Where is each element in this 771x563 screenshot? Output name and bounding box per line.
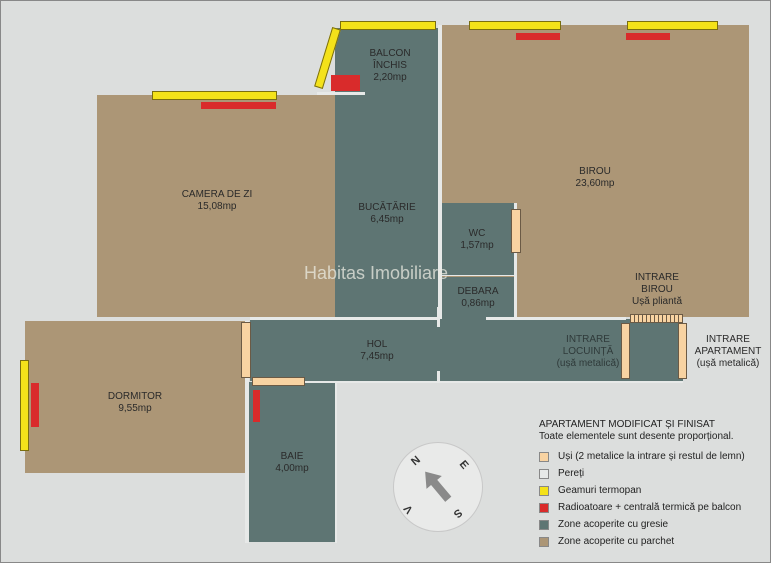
label-camera-de-zi-name: CAMERA DE ZI bbox=[181, 189, 253, 200]
door-wc bbox=[511, 209, 521, 253]
radiator-dormitor bbox=[31, 383, 39, 427]
label-wc-name: WC bbox=[468, 228, 486, 239]
label-dormitor: DORMITOR 9,55mp bbox=[108, 391, 162, 415]
label-debara: DEBARA 0,86mp bbox=[457, 286, 498, 310]
intrare-apartament-line2: APARTAMENT bbox=[694, 346, 762, 357]
legend: APARTAMENT MODIFICAT ȘI FINISAT Toate el… bbox=[539, 419, 745, 550]
label-intrare-apartament: INTRARE APARTAMENT (ușă metalică) bbox=[695, 334, 762, 370]
legend-item: Zone acoperite cu parchet bbox=[539, 533, 745, 550]
legend-item: Zone acoperite cu gresie bbox=[539, 516, 745, 533]
legend-swatch-radiators bbox=[539, 502, 549, 513]
intrare-locuinta-line1: INTRARE bbox=[566, 334, 610, 345]
label-bucatarie: BUCĂTĂRIE 6,45mp bbox=[358, 202, 415, 226]
window-birou-left bbox=[469, 21, 561, 30]
legend-label: Geamuri termopan bbox=[558, 485, 642, 496]
legend-label: Uși (2 metalice la intrare și restul de … bbox=[558, 451, 745, 462]
label-hol-name: HOL bbox=[366, 339, 388, 350]
door-baie bbox=[252, 377, 305, 386]
label-balcon-name1: BALCON bbox=[369, 48, 411, 59]
label-wc-area: 1,57mp bbox=[460, 240, 494, 251]
door-intrare-birou-folding bbox=[630, 314, 683, 323]
room-hol bbox=[250, 319, 683, 381]
label-baie: BAIE 4,00mp bbox=[275, 451, 308, 475]
room-baie bbox=[249, 382, 335, 542]
wall-hol-top-left bbox=[250, 317, 440, 320]
legend-swatch-doors bbox=[539, 451, 549, 462]
intrare-locuinta-line2: LOCUINȚĂ bbox=[562, 346, 614, 357]
label-dormitor-area: 9,55mp bbox=[118, 403, 152, 414]
radiator-birou-left bbox=[516, 33, 560, 40]
window-camera-de-zi bbox=[152, 91, 277, 100]
label-hol-area: 7,45mp bbox=[360, 351, 394, 362]
label-intrare-birou: INTRARE BIROU Ușă pliantă bbox=[632, 272, 682, 308]
boiler-balcon bbox=[331, 75, 360, 91]
intrare-apartament-line1: INTRARE bbox=[706, 334, 750, 345]
legend-label: Pereți bbox=[558, 468, 585, 479]
label-debara-area: 0,86mp bbox=[461, 298, 495, 309]
label-birou: BIROU 23,60mp bbox=[576, 166, 615, 190]
label-bucatarie-name: BUCĂTĂRIE bbox=[358, 202, 416, 213]
legend-title: APARTAMENT MODIFICAT ȘI FINISAT bbox=[539, 419, 715, 430]
wall-hol-divider-top bbox=[437, 307, 440, 327]
door-intrare-locuinta bbox=[621, 323, 630, 379]
window-dormitor bbox=[20, 360, 29, 451]
label-baie-area: 4,00mp bbox=[275, 463, 309, 474]
radiator-birou-right bbox=[626, 33, 670, 40]
legend-swatch-parquet bbox=[539, 536, 549, 547]
legend-item: Pereți bbox=[539, 465, 745, 482]
label-birou-area: 23,60mp bbox=[575, 178, 615, 189]
label-balcon: BALCON ÎNCHIS 2,20mp bbox=[369, 48, 410, 84]
wall-bucatarie-right bbox=[438, 25, 442, 319]
label-debara-name: DEBARA bbox=[457, 286, 499, 297]
room-debara bbox=[442, 277, 514, 319]
label-camera-de-zi-area: 15,08mp bbox=[197, 201, 237, 212]
legend-label: Zone acoperite cu gresie bbox=[558, 519, 669, 530]
window-balcon-top bbox=[340, 21, 436, 30]
label-intrare-locuinta: INTRARE LOCUINȚĂ (ușă metalică) bbox=[557, 334, 620, 370]
intrare-locuinta-line3: (ușă metalică) bbox=[556, 358, 620, 369]
intrare-birou-line2: BIROU bbox=[641, 284, 673, 295]
wall-baie-right bbox=[335, 381, 337, 543]
wall-wc-debara bbox=[442, 275, 516, 276]
legend-label: Radioatoare + centrală termică pe balcon bbox=[558, 502, 742, 513]
wall-dormitor-right bbox=[245, 321, 249, 543]
label-camera-de-zi: CAMERA DE ZI 15,08mp bbox=[182, 189, 253, 213]
legend-label: Zone acoperite cu parchet bbox=[558, 536, 675, 547]
label-wc: WC 1,57mp bbox=[460, 228, 493, 252]
wall-hol-bottom bbox=[301, 381, 683, 383]
intrare-apartament-line3: (ușă metalică) bbox=[696, 358, 760, 369]
door-dormitor bbox=[241, 322, 251, 378]
door-intrare-apartament bbox=[678, 323, 687, 379]
wall-balcon-bottom bbox=[317, 92, 365, 95]
legend-item: Uși (2 metalice la intrare și restul de … bbox=[539, 448, 745, 465]
intrare-birou-line1: INTRARE bbox=[635, 272, 679, 283]
label-balcon-name2: ÎNCHIS bbox=[373, 60, 407, 71]
legend-item: Geamuri termopan bbox=[539, 482, 745, 499]
label-baie-name: BAIE bbox=[280, 451, 304, 462]
intrare-birou-line3: Ușă pliantă bbox=[631, 296, 683, 307]
window-birou-right bbox=[627, 21, 718, 30]
wall-wc-right bbox=[514, 203, 517, 319]
radiator-baie bbox=[253, 390, 260, 422]
watermark: Habitas Imobiliare bbox=[304, 263, 449, 283]
legend-swatch-walls bbox=[539, 468, 549, 479]
room-bucatarie bbox=[335, 96, 438, 318]
room-wc bbox=[442, 203, 514, 276]
label-birou-name: BIROU bbox=[579, 166, 611, 177]
radiator-camera-de-zi bbox=[201, 102, 276, 109]
legend-subtitle: Toate elementele sunt desente proporțion… bbox=[539, 431, 734, 442]
compass-arrow-icon bbox=[425, 471, 452, 502]
wall-hol-divider-bottom bbox=[437, 371, 440, 382]
label-balcon-area: 2,20mp bbox=[373, 72, 407, 83]
label-dormitor-name: DORMITOR bbox=[107, 391, 163, 402]
legend-swatch-windows bbox=[539, 485, 549, 496]
wall-hol-top-right bbox=[486, 317, 626, 320]
legend-item: Radioatoare + centrală termică pe balcon bbox=[539, 499, 745, 516]
room-dormitor bbox=[25, 321, 245, 473]
compass: N E S V bbox=[393, 442, 483, 532]
legend-swatch-tile bbox=[539, 519, 549, 530]
room-camera-de-zi bbox=[97, 95, 335, 317]
label-hol: HOL 7,45mp bbox=[360, 339, 393, 363]
label-bucatarie-area: 6,45mp bbox=[370, 214, 404, 225]
